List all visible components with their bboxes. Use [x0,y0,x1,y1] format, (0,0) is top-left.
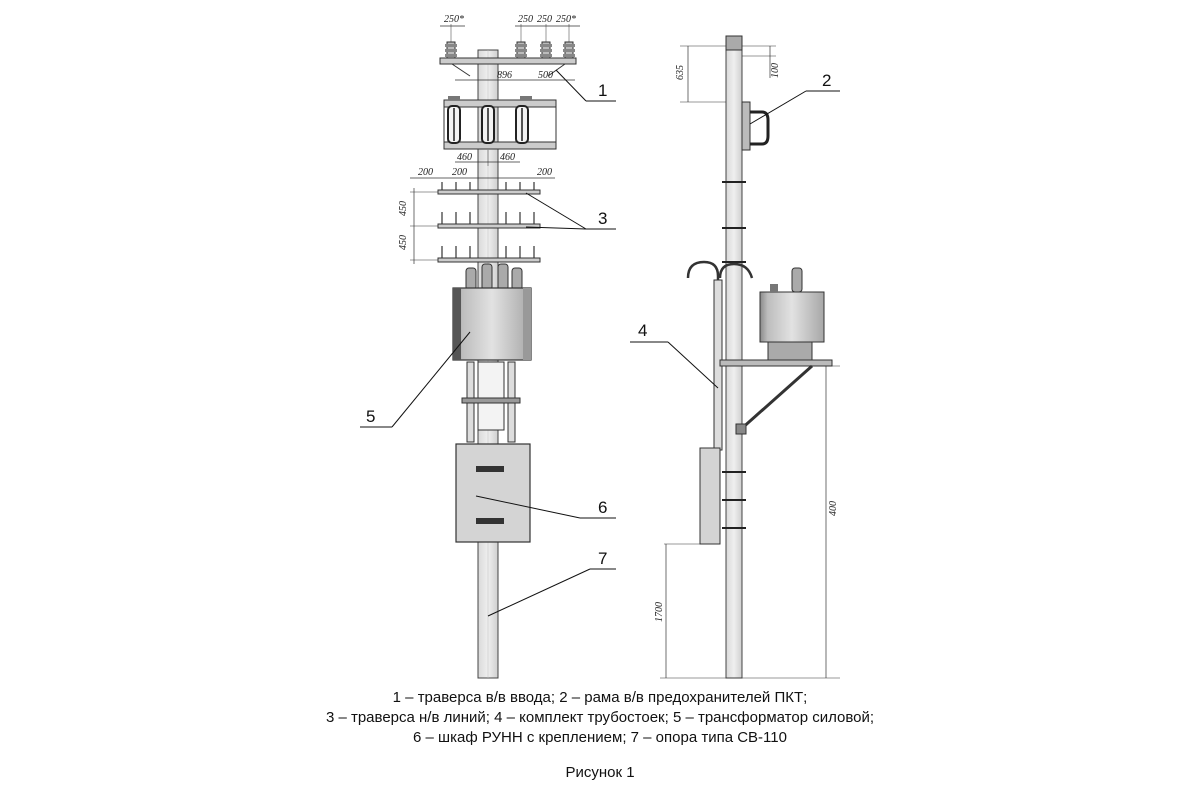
lv-cabinet-side [699,447,721,545]
callout-4: 4 [638,321,647,340]
dim-460-left: 460 [457,152,472,163]
dim-250-a: 250 [518,14,533,25]
callout-6: 6 [598,498,607,517]
dim-635: 635 [675,65,686,80]
fuse-frame-side [741,101,770,151]
callout-7: 7 [598,549,607,568]
transformer-bushings [465,263,523,291]
dim-460-right: 460 [500,152,515,163]
dim-200-b: 200 [452,167,467,178]
hv-input-crossarm: 250* 250 250 250* 896 500 [439,14,580,81]
power-transformer-side [759,267,825,361]
insulator [540,41,552,59]
dim-200-a: 200 [418,167,433,178]
dim-400: 400 [828,501,839,516]
fuse [447,105,461,144]
dim-200-c: 200 [537,167,552,178]
legend-line-1: 1 – траверса в/в ввода; 2 – рама в/в пре… [392,689,808,706]
dim-250-star-c: 250* [556,14,576,25]
figure-title: Рисунок 1 [565,764,635,781]
side-view: 635 100 [630,35,840,679]
callout-5: 5 [366,407,375,426]
dim-1700: 1700 [654,602,665,622]
dim-100: 100 [770,63,781,78]
callout-3: 3 [598,209,607,228]
dim-250-b: 250 [537,14,552,25]
lv-cabinet-front [455,443,531,543]
front-view: 250* 250 250 250* 896 500 [360,14,616,679]
fuse [481,105,495,144]
lv-line-crossarms: 200 200 200 450 450 [398,167,555,264]
legend-line-2: 3 – траверса н/в линий; 4 – комплект тру… [325,709,875,726]
callout-2: 2 [822,71,831,90]
insulator [515,41,527,59]
dim-450-bottom: 450 [398,235,409,250]
legend-line-3: 6 – шкаф РУНН с креплением; 7 – опора ти… [413,729,787,746]
legend: 1 – траверса в/в ввода; 2 – рама в/в пре… [0,688,1200,748]
tube-rack-front [461,361,521,443]
fuse [515,105,529,144]
power-transformer-front [452,287,532,361]
insulator [563,41,575,59]
dim-500: 500 [538,70,553,81]
dim-896: 896 [497,70,512,81]
callout-1: 1 [598,81,607,100]
insulator [445,41,457,59]
dim-450-top: 450 [398,201,409,216]
dim-250-star-left: 250* [444,14,464,25]
fuse-frame-front: 460 460 [443,96,557,166]
